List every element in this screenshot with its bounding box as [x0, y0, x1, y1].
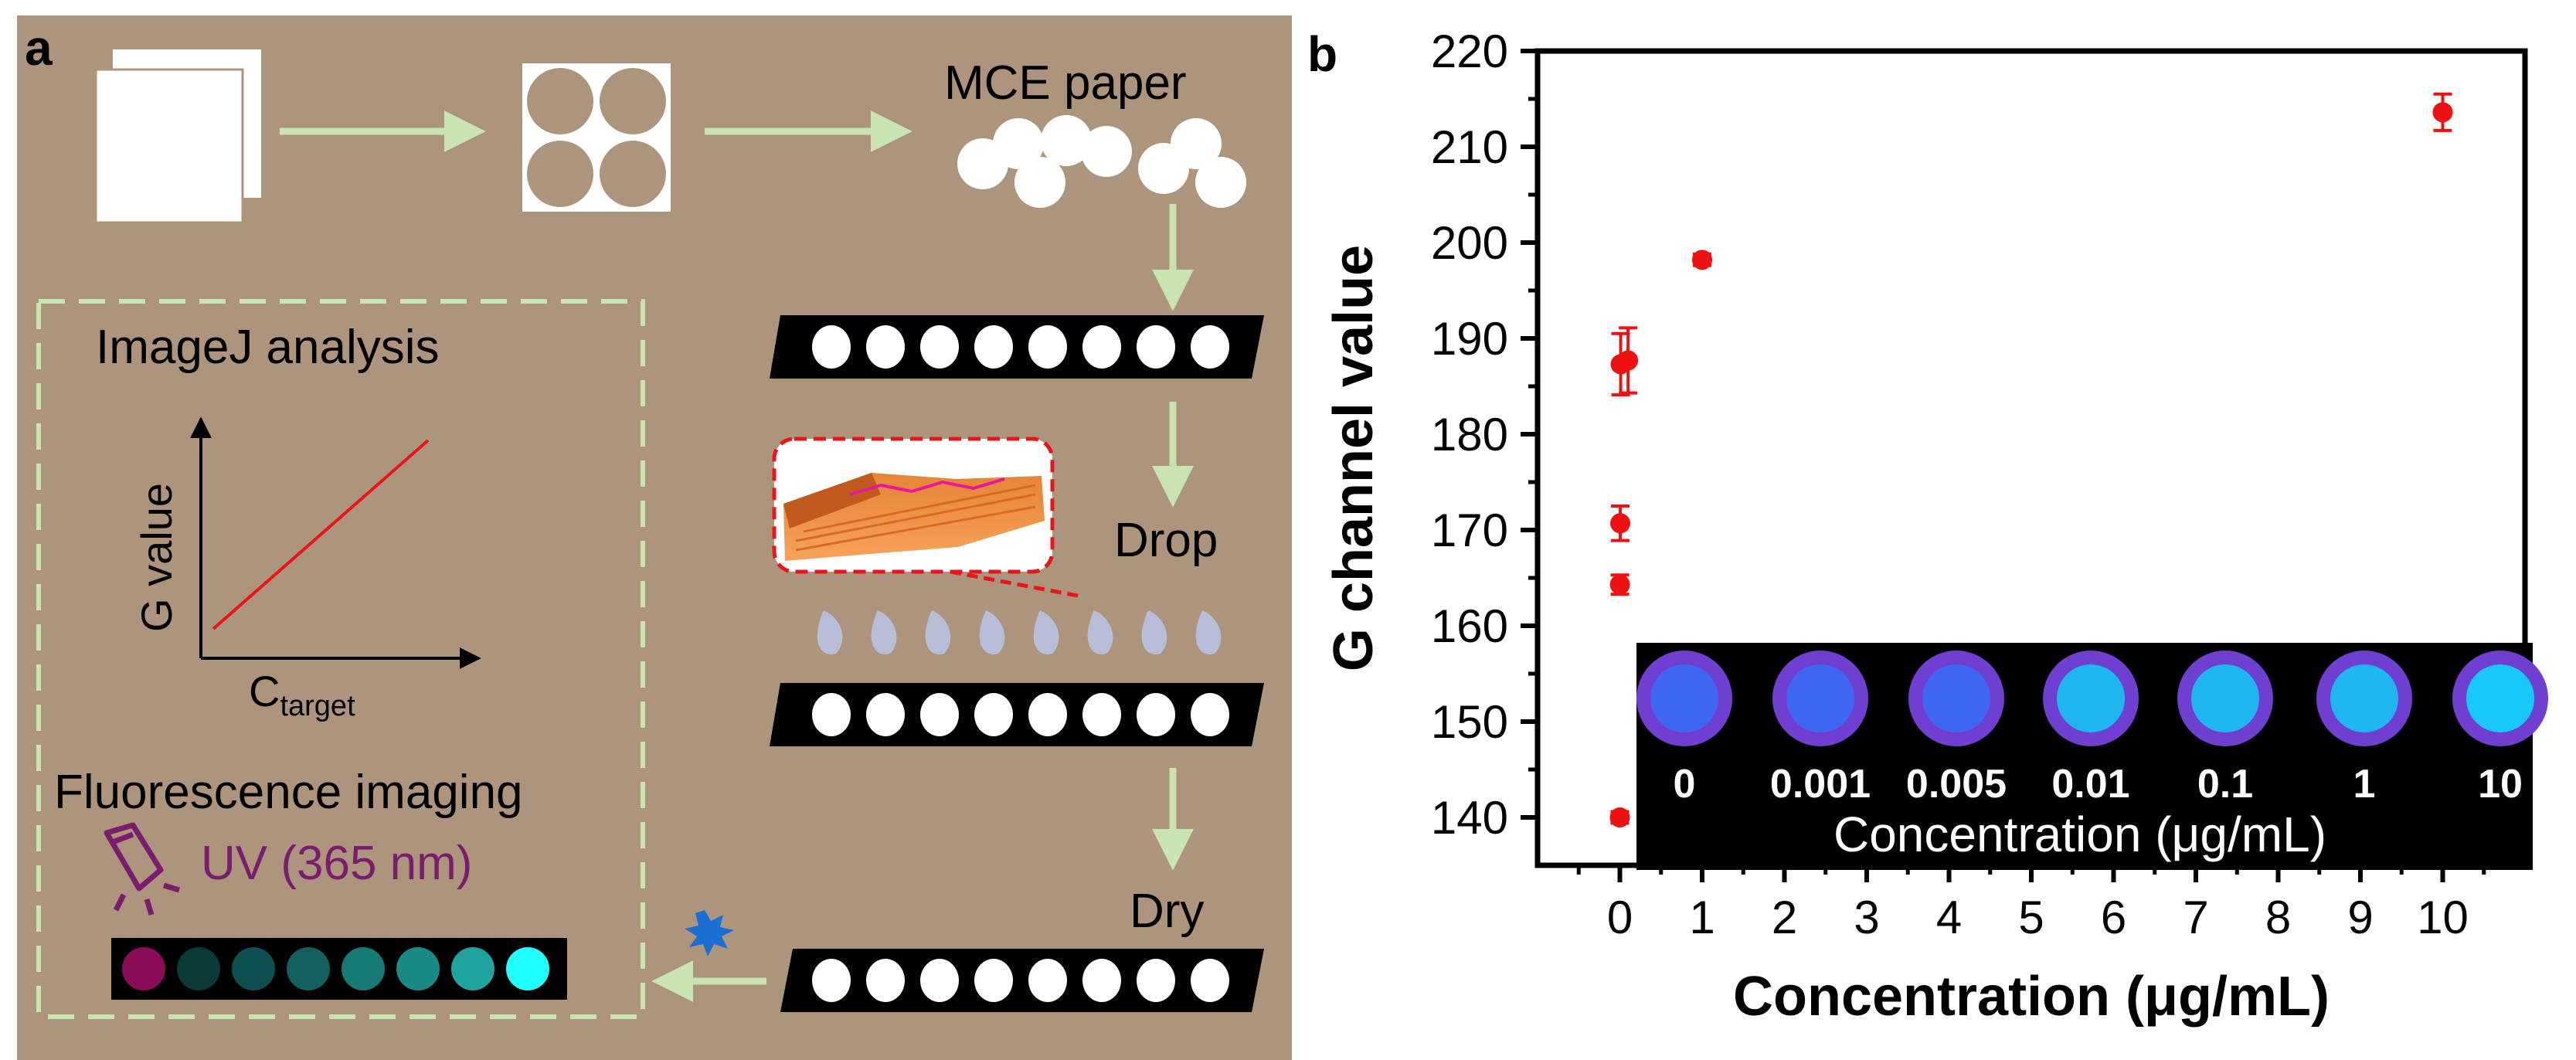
fluorescence-title: Fluorescence imaging — [54, 766, 523, 819]
filter-paper-sheets-icon — [94, 49, 261, 224]
well-strip-1 — [770, 315, 1264, 379]
mce-paper-label: MCE paper — [944, 56, 1187, 110]
mini-calibration-plot: G value Ctarget — [132, 416, 481, 722]
inset-well-center — [2466, 664, 2534, 732]
x-tick-label: 0 — [1607, 892, 1633, 943]
data-point — [2432, 102, 2453, 123]
mini-ylabel: G value — [132, 483, 181, 632]
x-tick-label: 3 — [1854, 892, 1879, 943]
inset-well-label: 0.01 — [2051, 762, 2129, 807]
analysis-box — [36, 299, 645, 1019]
data-point — [1692, 250, 1712, 270]
fluorescence-well — [232, 947, 275, 990]
x-tick-label: 8 — [2265, 892, 2291, 943]
panel-a-schematic: a MCE paper — [17, 15, 1292, 1060]
dry-label: Dry — [1130, 885, 1204, 938]
inset-well-label: 0.001 — [1770, 762, 1871, 807]
x-axis-label: Concentration (μg/mL) — [1733, 966, 2330, 1028]
inset-well-center — [2057, 664, 2125, 732]
y-tick-label: 160 — [1431, 600, 1508, 652]
droplets-icon — [817, 610, 1222, 654]
well-strip-3 — [780, 949, 1264, 1012]
fluorescence-strip — [111, 938, 567, 1000]
uv-label: UV (365 nm) — [201, 837, 472, 890]
mini-calibration-line — [212, 439, 430, 630]
x-tick-label: 6 — [2101, 892, 2126, 943]
x-tick-label: 4 — [1936, 892, 1962, 943]
drop-label: Drop — [1114, 514, 1218, 567]
x-tick-label: 7 — [2183, 892, 2208, 943]
data-point — [1609, 574, 1630, 595]
x-tick-label: 2 — [1772, 892, 1797, 943]
fibre-zoom-inset — [772, 437, 1082, 599]
y-tick-label: 220 — [1431, 25, 1508, 77]
inset-well-center — [1786, 664, 1854, 732]
data-point — [1610, 513, 1631, 534]
fluorescence-well — [396, 947, 440, 990]
y-axis-label: G channel value — [1323, 245, 1385, 671]
x-tick-label: 9 — [2347, 892, 2373, 943]
inset-well-label: 0.1 — [2197, 762, 2253, 807]
inset-well-center — [1650, 664, 1718, 732]
imagej-title: ImageJ analysis — [96, 321, 440, 374]
inset-well-center — [2191, 664, 2259, 732]
inset-well-label: 10 — [2478, 762, 2523, 807]
inset-well-label: 0.005 — [1906, 762, 2007, 807]
y-tick-label: 140 — [1431, 792, 1508, 844]
inset-well-label: 1 — [2353, 762, 2376, 807]
mini-xlabel: Ctarget — [249, 667, 355, 722]
fluorescence-inset: 0 0.001 0.005 0.01 0.1 1 10 Concentration (μg/… — [1636, 643, 2548, 870]
y-tick-label: 210 — [1431, 121, 1508, 173]
well-strip-2 — [770, 683, 1264, 746]
y-tick-label: 180 — [1431, 409, 1508, 460]
x-tick-label: 1 — [1689, 892, 1715, 943]
y-tick-label: 150 — [1431, 696, 1508, 748]
fluorescence-well — [287, 947, 330, 990]
x-tick-label: 10 — [2417, 892, 2469, 943]
fluorescence-well — [506, 947, 549, 990]
uv-flashlight-icon — [104, 822, 181, 916]
punched-paper-icon — [522, 63, 671, 212]
panel-a-label: a — [25, 20, 53, 76]
inset-caption: Concentration (μg/mL) — [1833, 807, 2326, 862]
x-tick-label: 5 — [2018, 892, 2044, 943]
burst-icon — [685, 910, 734, 956]
data-point — [1609, 807, 1630, 827]
mce-paper-discs-icon — [957, 115, 1246, 208]
inset-well-center — [2330, 664, 2398, 732]
y-tick-label: 170 — [1431, 505, 1508, 556]
data-point — [1618, 350, 1639, 371]
fluorescence-well — [177, 947, 220, 990]
inset-well-label: 0 — [1674, 762, 1696, 807]
panel-b-label: b — [1307, 26, 1337, 82]
y-tick-label: 200 — [1431, 217, 1508, 269]
inset-well-center — [1922, 664, 1990, 732]
fluorescence-well — [451, 947, 494, 990]
fluorescence-well — [342, 947, 385, 990]
fluorescence-well — [122, 947, 165, 990]
y-tick-label: 190 — [1431, 313, 1508, 365]
